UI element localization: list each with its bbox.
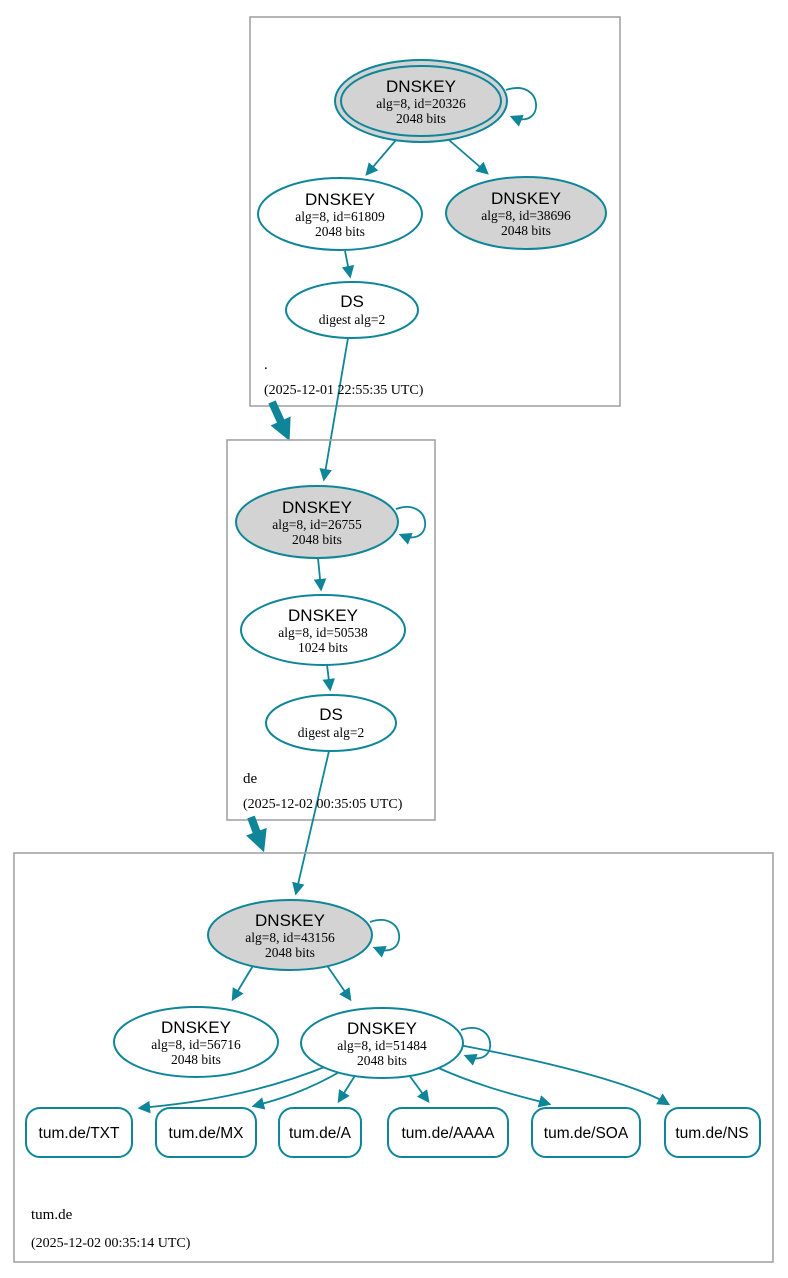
- rrset-tum-de-ns: [664, 1107, 761, 1158]
- dnskey-node-20326-inner-ring: [340, 65, 502, 137]
- edge-tumde-ksk-to-zsk-51484: [325, 963, 352, 1002]
- rrset-tum-de-aaaa: [387, 1107, 509, 1158]
- dnskey-51484-title: DNSKEY: [347, 1019, 417, 1038]
- rrset-tum-de-a-label: tum.de/A: [289, 1125, 352, 1142]
- edge-tumde-ksk-self-sign: [369, 919, 401, 958]
- edge-root-ds-to-de-ksk: [319, 337, 349, 482]
- edge-de-zsk-to-ds: [322, 664, 336, 692]
- dnskey-50538-detail: alg=8, id=50538: [278, 625, 368, 640]
- dnskey-node-56716: [113, 1006, 279, 1078]
- ds-node-de: [265, 694, 397, 752]
- dnskey-38696-bits: 2048 bits: [501, 223, 551, 238]
- dnskey-50538-title: DNSKEY: [288, 606, 358, 625]
- zone-timestamp-de: (2025-12-02 00:35:05 UTC): [243, 797, 403, 812]
- edge-de-ds-to-tumde-ksk: [292, 750, 330, 896]
- edge-zsk-to-rrset-a: [337, 1073, 357, 1104]
- edge-root-ksk-to-zsk-61809: [365, 139, 397, 176]
- dnskey-61809-title: DNSKEY: [305, 190, 375, 209]
- dnskey-51484-detail: alg=8, id=51484: [337, 1038, 427, 1053]
- delegation-arrow-de-to-tumde: [246, 815, 267, 853]
- dnskey-20326-detail: alg=8, id=20326: [376, 96, 466, 111]
- dnskey-43156-detail: alg=8, id=43156: [245, 930, 335, 945]
- ds-node-root: [285, 281, 419, 339]
- edge-root-ksk-to-key-38696: [448, 139, 489, 175]
- zone-timestamp-root: (2025-12-01 22:55:35 UTC): [264, 383, 424, 398]
- edge-root-ksk-self-sign: [505, 87, 537, 127]
- edge-zsk-to-rrset-txt: [137, 1063, 333, 1114]
- ds-root-title: DS: [340, 292, 364, 311]
- edge-tumde-zsk-self-sign: [460, 1027, 492, 1066]
- dnskey-node-43156: [207, 899, 373, 971]
- dnskey-61809-bits: 2048 bits: [315, 224, 365, 239]
- edge-de-ksk-to-zsk: [313, 557, 327, 592]
- rrset-tum-de-ns-label: tum.de/NS: [675, 1125, 748, 1142]
- dnskey-20326-bits: 2048 bits: [396, 111, 446, 126]
- zone-label-root: .: [264, 357, 268, 373]
- ds-root-detail: digest alg=2: [319, 312, 385, 327]
- rrset-tum-de-mx-label: tum.de/MX: [169, 1125, 245, 1142]
- zone-root: DNSKEY alg=8, id=20326 2048 bits DNSKEY …: [249, 16, 621, 482]
- ds-de-title: DS: [319, 705, 343, 724]
- zone-label-tumde: tum.de: [31, 1207, 73, 1223]
- zone-box-tumde: [13, 852, 774, 1263]
- rrset-tum-de-mx: [155, 1107, 257, 1158]
- dnskey-61809-detail: alg=8, id=61809: [295, 209, 385, 224]
- edge-zsk-to-rrset-mx: [251, 1069, 344, 1110]
- dnskey-50538-bits: 1024 bits: [298, 640, 348, 655]
- dnskey-38696-detail: alg=8, id=38696: [481, 208, 571, 223]
- rrset-tum-de-a: [278, 1107, 362, 1158]
- dnskey-43156-bits: 2048 bits: [265, 945, 315, 960]
- zone-de: DNSKEY alg=8, id=26755 2048 bits DNSKEY …: [226, 439, 436, 896]
- edge-tumde-ksk-to-key-56716: [231, 963, 255, 1002]
- dnskey-56716-bits: 2048 bits: [171, 1052, 221, 1067]
- delegation-arrow-root-to-de: [268, 400, 291, 442]
- edge-de-ksk-self-sign: [395, 506, 427, 545]
- zone-timestamp-tumde: (2025-12-02 00:35:14 UTC): [31, 1236, 191, 1251]
- rrset-tum-de-txt: [25, 1107, 133, 1158]
- dnskey-node-51484: [300, 1007, 464, 1079]
- zone-box-root: [249, 16, 621, 407]
- zone-label-de: de: [243, 771, 258, 787]
- edge-zsk-to-rrset-soa: [433, 1065, 552, 1108]
- dnskey-26755-bits: 2048 bits: [292, 532, 342, 547]
- edge-zsk-to-rrset-ns: [458, 1044, 671, 1106]
- edge-zsk-to-rrset-aaaa: [408, 1074, 430, 1104]
- zone-tumde: DNSKEY alg=8, id=43156 2048 bits DNSKEY …: [13, 852, 774, 1263]
- rrset-tum-de-soa-label: tum.de/SOA: [544, 1125, 629, 1142]
- rrset-tum-de-soa: [531, 1107, 641, 1158]
- dnskey-43156-title: DNSKEY: [255, 911, 325, 930]
- dnskey-26755-detail: alg=8, id=26755: [272, 517, 362, 532]
- dnskey-node-26755: [235, 485, 399, 559]
- dnskey-node-50538: [240, 594, 406, 666]
- rrset-tum-de-txt-label: tum.de/TXT: [39, 1125, 120, 1142]
- dnskey-20326-title: DNSKEY: [386, 77, 456, 96]
- dnskey-node-20326: [334, 59, 508, 143]
- dnskey-51484-bits: 2048 bits: [357, 1053, 407, 1068]
- dnskey-node-38696: [445, 176, 607, 250]
- dnskey-38696-title: DNSKEY: [491, 189, 561, 208]
- ds-de-detail: digest alg=2: [298, 725, 364, 740]
- dnskey-node-61809: [257, 177, 423, 251]
- dnskey-56716-detail: alg=8, id=56716: [151, 1037, 241, 1052]
- dnskey-26755-title: DNSKEY: [282, 498, 352, 517]
- zone-box-de: [226, 439, 436, 821]
- dnskey-56716-title: DNSKEY: [161, 1018, 231, 1037]
- rrset-tum-de-aaaa-label: tum.de/AAAA: [401, 1125, 495, 1142]
- edge-root-zsk-to-ds: [341, 250, 355, 279]
